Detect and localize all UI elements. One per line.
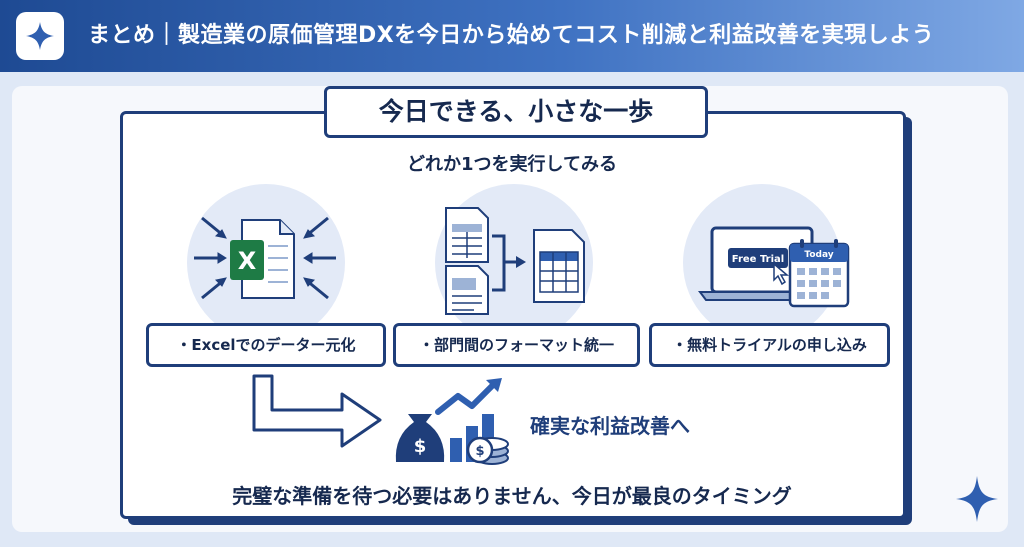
sparkle-icon bbox=[956, 476, 998, 522]
closing-message: 完璧な準備を待つ必要はありません、今日が最良のタイミング bbox=[232, 484, 792, 508]
section-subtitle: どれか1つを実行してみる bbox=[407, 154, 617, 175]
svg-text:$: $ bbox=[475, 444, 484, 459]
calendar-today-text: Today bbox=[804, 250, 833, 260]
step-format-label: ・部門間のフォーマット統一 bbox=[393, 323, 640, 367]
logo bbox=[16, 12, 64, 60]
step-excel-label: ・Excelでのデーター元化 bbox=[146, 323, 386, 367]
result-text: 確実な利益改善へ bbox=[530, 414, 690, 438]
svg-text:$: $ bbox=[414, 436, 427, 457]
profit-growth-icon: $ $ bbox=[395, 378, 509, 465]
svg-text:X: X bbox=[238, 247, 257, 275]
sparkle-logo-icon bbox=[26, 22, 54, 50]
header-banner: まとめ｜製造業の原価管理DXを今日から始めてコスト削減と利益改善を実現しよう bbox=[0, 0, 1024, 72]
excel-icon: X bbox=[194, 216, 336, 300]
free-trial-calendar-icon: Free Trial Today bbox=[698, 226, 850, 308]
flow-arrow-icon bbox=[252, 374, 382, 448]
documents-format-icon bbox=[445, 207, 585, 315]
step-trial-label: ・無料トライアルの申し込み bbox=[649, 323, 890, 367]
section-title: 今日できる、小さな一歩 bbox=[324, 86, 708, 138]
header-title: まとめ｜製造業の原価管理DXを今日から始めてコスト削減と利益改善を実現しよう bbox=[88, 23, 935, 48]
free-trial-button-text: Free Trial bbox=[732, 254, 784, 265]
